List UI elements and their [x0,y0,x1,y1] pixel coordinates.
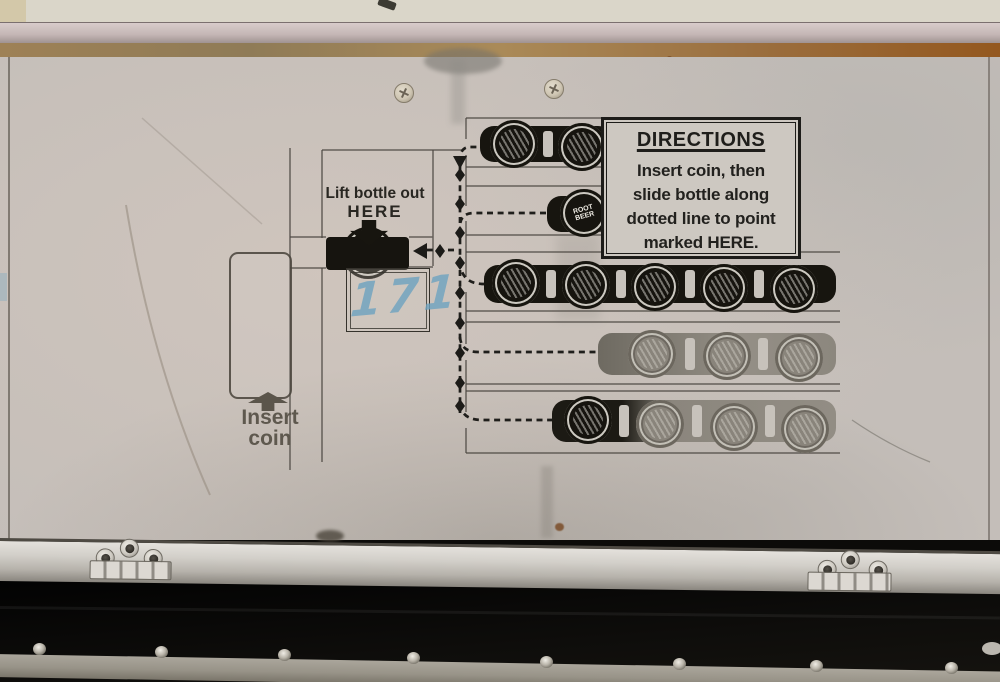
directions-line: slide bottle along [632,185,770,204]
phillips-screw-icon [394,83,414,103]
bottle-cap [775,334,823,382]
bottle-neck-gap [758,338,768,370]
bottle-cap [700,264,748,312]
bottle-cap [703,332,751,380]
rivet-icon [155,646,168,658]
rivet-icon [407,652,420,664]
bottle-cap [492,259,540,307]
stain [451,60,465,124]
rivet-icon [945,662,958,674]
rivet-icon [673,658,686,670]
bottle-cap [564,396,612,444]
directions-inner-border: DIRECTIONS Insert coin, then slide bottl… [606,122,796,254]
lift-bottle-label: Lift bottle out [325,185,425,202]
bottle-cap [558,123,606,171]
number-box [346,268,430,332]
top-metal-bar [0,22,1000,44]
bottle-neck-gap [764,405,775,437]
stain [541,466,553,538]
number-box-inner-border [349,271,427,329]
rivet-icon [810,660,823,672]
phillips-screw-icon [544,79,564,99]
directions-line: marked HERE. [643,233,759,252]
bottle-neck-gap [615,270,626,298]
paint-mark [0,273,7,301]
bottle-cap [490,120,538,168]
hinge [89,560,172,581]
bottle-cap [770,265,818,313]
bottom-metal-strip [0,654,1000,682]
reflection-spot [982,642,1000,655]
directions-line: dotted line to point [626,209,776,228]
insert-coin-label: coin [248,427,292,450]
directions-line: Insert coin, then [637,161,765,180]
directions-body: Insert coin, then slide bottle along dot… [609,159,793,255]
insert-coin-label: Insert [241,406,299,429]
hinge [807,571,892,592]
stain [424,48,502,74]
socket-screw-icon [119,538,140,558]
handwritten-number: 171 [348,263,463,328]
bottle-cap [710,403,758,451]
here-label: HERE [347,202,403,221]
directions-box: DIRECTIONS Insert coin, then slide bottl… [601,117,801,259]
socket-screw-icon [840,550,860,570]
bottle-neck-gap [543,131,553,157]
rust-spot [555,523,564,531]
rivet-icon [540,656,553,668]
bottle-neck-gap [692,405,702,437]
panel-right-edge [988,57,990,540]
bottle-neck-gap [684,338,695,370]
bottle-neck-gap [546,270,556,298]
bottle-cap [562,261,610,309]
bottle-neck-gap [754,270,764,298]
bottle-neck-gap [619,405,629,437]
machine-body [0,576,1000,682]
bottle-cap [631,263,679,311]
rivet-icon [278,649,291,661]
bottle-neck-gap [684,270,695,298]
bottle-cap: ROOT BEER [560,189,608,237]
stain [316,530,344,542]
directions-title: DIRECTIONS [636,129,766,151]
bottle-cap [781,405,829,453]
bottle-cap [628,330,676,378]
rivet-icon [33,643,46,655]
body-highlight [0,606,1000,620]
bottle-cap [636,400,684,448]
panel-left-edge [8,57,10,540]
